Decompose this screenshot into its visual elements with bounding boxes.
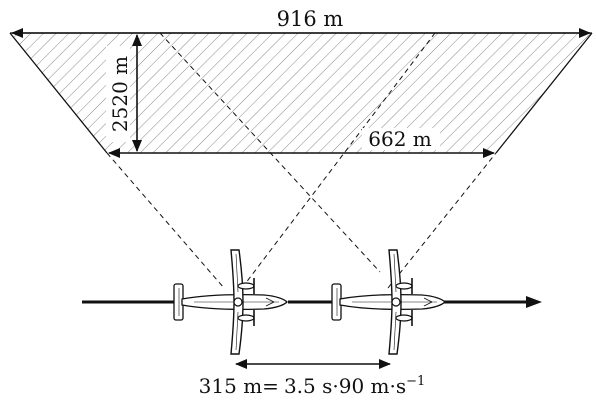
spacing-dot-2: · bbox=[390, 374, 396, 398]
aircraft-2 bbox=[331, 249, 446, 355]
footprint-area bbox=[10, 33, 592, 153]
spacing-exponent: −1 bbox=[406, 374, 425, 389]
spacing-dot-1: · bbox=[332, 374, 338, 398]
spacing-formula: 315 m=3.5 s·90 m·s−1 bbox=[199, 374, 426, 398]
inner-width-label-bg bbox=[362, 128, 440, 150]
spacing-time: 3.5 s bbox=[284, 374, 332, 398]
flight-direction-arrowhead bbox=[526, 296, 542, 308]
footprint-right-edge bbox=[495, 32, 593, 154]
height-label-bg bbox=[106, 46, 130, 142]
top-width-label: 916 m bbox=[277, 7, 344, 31]
spacing-unit: s bbox=[396, 374, 406, 398]
aircraft-1 bbox=[173, 249, 288, 355]
spacing-speed: 90 m bbox=[339, 374, 390, 398]
top-width-label-bg bbox=[268, 8, 352, 30]
footprint-left-edge bbox=[9, 32, 108, 154]
spacing-value: 315 m= bbox=[199, 374, 279, 398]
inner-width-label: 662 m bbox=[368, 127, 432, 151]
height-label: 2520 m bbox=[108, 56, 132, 132]
